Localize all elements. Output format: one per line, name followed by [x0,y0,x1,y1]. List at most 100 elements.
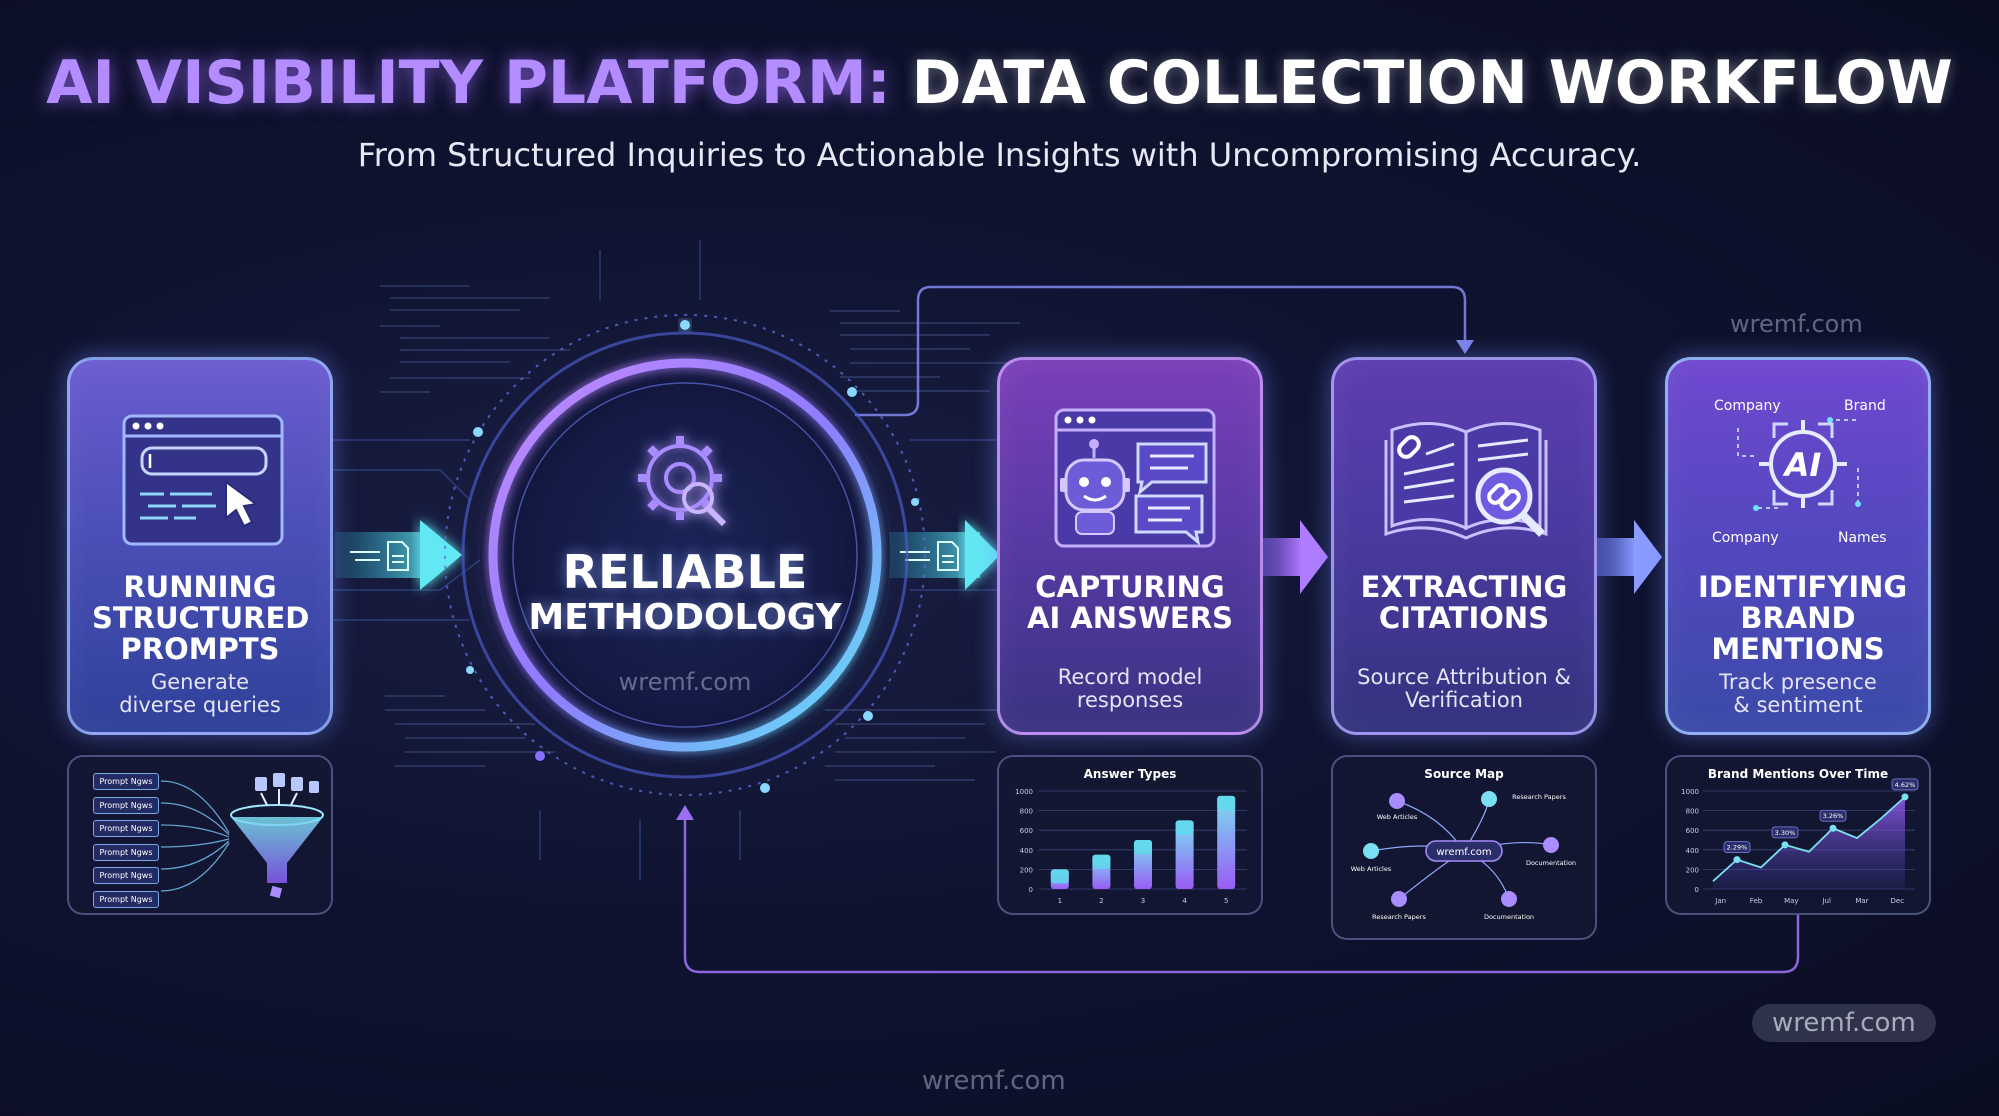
background-code-bottom [385,695,1025,825]
arrow-3-head [1300,520,1328,594]
core-watermark: wremf.com [618,668,752,696]
watermark-top-right: wremf.com [1730,310,1863,338]
prompt-chip: Prompt Ngws [93,867,159,884]
map-node [1391,891,1407,907]
arrow-2-head [965,520,1000,590]
bar [1175,820,1194,889]
map-node [1389,793,1405,809]
core-title-line2: METHODOLOGY [528,597,842,638]
ai-target-icon: AI [1737,417,1861,511]
map-center-pill [1425,840,1503,862]
robot-chat-icon [1054,408,1216,548]
x-tick-label: 3 [1141,897,1145,905]
x-tick-label: 1 [1058,897,1062,905]
bar-cap [1217,795,1236,810]
arrow-4-body [1596,538,1636,576]
document-icon-1 [350,541,409,571]
map-node-label: Documentation [1484,913,1534,921]
arrow-1-body [335,532,430,578]
map-node-label: Web Articles [1351,865,1392,873]
map-node-label: Documentation [1526,859,1576,867]
trend-point [1901,793,1909,801]
bottom-loop-arrowhead [676,805,694,820]
step-title-4: IDENTIFYING BRAND MENTIONS [1698,570,1908,666]
bar-cap [1175,820,1194,835]
book-link-icon [1384,421,1548,540]
trend-point [1781,841,1789,849]
page-subtitle: From Structured Inquiries to Actionable … [357,136,1642,174]
prompt-chip: Prompt Ngws [93,820,159,837]
step-card-extracting-citations: EXTRACTING CITATIONS Source Attribution … [1331,357,1597,735]
x-tick-label: Jan [1714,897,1726,905]
core-inner-ring [512,382,858,728]
y-tick-label: 800 [1020,808,1033,816]
trend-line [1712,796,1906,882]
trend-label-box [1771,826,1799,839]
trend-label: 3.26% [1823,812,1844,820]
trend-label: 2.29% [1727,844,1748,852]
map-node-label: Web Articles [1377,813,1418,821]
answer-types-title: Answer Types [1083,767,1177,781]
core-ring-glow [488,358,882,752]
x-tick-label: 2 [1099,897,1103,905]
step-card-brand-mentions: AI Company Brand Company Names IDENTIFYI… [1665,357,1931,735]
top-loop-line [855,285,1467,417]
y-tick-label: 200 [1020,866,1033,874]
y-tick-label: 600 [1020,827,1033,835]
trend-label-box [1723,841,1751,853]
source-map-title: Source Map [1424,767,1504,781]
step-desc-4: Track presence & sentiment [1719,670,1877,717]
x-tick-label: Jul [1821,897,1831,905]
trend-label-box [1891,778,1919,791]
y-tick-label: 0 [1029,886,1033,894]
arrow-2-body [885,532,980,578]
map-node [1363,843,1379,859]
bar-cap [1134,840,1152,854]
bar-cap [1050,869,1069,884]
title-main: DATA COLLECTION WORKFLOW [911,48,1953,118]
document-icon-2 [900,541,959,571]
step-card-capturing-answers: CAPTURING AI ANSWERS Record model respon… [997,357,1263,735]
arrow-4-head [1634,520,1662,594]
funnel-icon [160,773,324,899]
prompt-chip: Prompt Ngws [93,890,159,908]
core-outer-ring [461,331,909,779]
browser-cursor-icon [122,414,284,546]
y-tick-label: 0 [1695,886,1699,894]
core-title-line1: RELIABLE [562,545,808,599]
brand-mark-text: AI [1782,446,1822,484]
step-title-1: RUNNING STRUCTURED PROMPTS [92,570,310,666]
bottom-loop-line [683,815,1800,974]
trend-label-box [1819,809,1847,822]
step-title-3: EXTRACTING CITATIONS [1360,570,1568,635]
watermark-badge: wremf.com [1752,1004,1936,1042]
trend-label: 4.62% [1895,781,1916,789]
step-card-running-prompts: RUNNING STRUCTURED PROMPTS Generate dive… [67,357,333,735]
brand-label-bottom-right: Names [1838,530,1887,546]
brand-label-top-right: Brand [1844,398,1886,414]
prompt-chip: Prompt Ngws [93,773,159,790]
map-node-label: Research Papers [1512,793,1566,801]
gear-icon [638,436,727,527]
background-code-right [830,310,1050,430]
arrow-3-body [1262,538,1302,576]
x-tick-label: May [1784,897,1798,905]
prompt-chip: Prompt Ngws [93,843,159,861]
step-desc-3: Source Attribution & Verification [1357,665,1571,712]
x-tick-label: 4 [1182,897,1187,905]
prompt-chip: Prompt Ngws [93,796,159,814]
map-node [1501,891,1517,907]
x-tick-label: 5 [1224,897,1228,905]
x-tick-label: Mar [1855,897,1868,905]
y-tick-label: 800 [1686,808,1699,816]
bar [1217,795,1236,889]
core-body [480,350,890,760]
